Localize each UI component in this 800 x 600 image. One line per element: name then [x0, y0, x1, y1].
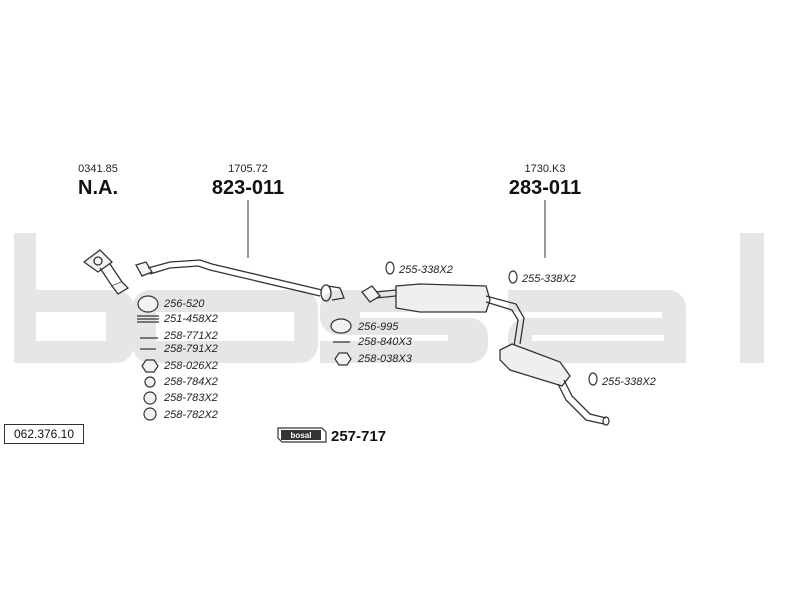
part-number-label: 258-026X2 — [163, 360, 218, 372]
kit-part-number: 257-717 — [331, 428, 386, 445]
part-number-label: 258-783X2 — [163, 392, 218, 404]
clamp-part-label: 255-338X2 — [521, 273, 576, 285]
part-number-label: 256-995 — [357, 321, 399, 333]
reference-number: 062.376.10 — [13, 427, 75, 441]
left-hardware-icons — [137, 295, 159, 421]
reference-number-box: 062.376.10 — [4, 424, 84, 444]
part-number-label: 258-784X2 — [163, 376, 218, 388]
group-oe-label: 1730.K3 — [525, 163, 566, 175]
part-number-label: 258-782X2 — [163, 409, 218, 421]
group-part-number: 283-011 — [509, 177, 581, 199]
part-number-label: 258-840X3 — [357, 336, 413, 348]
group-oe-label: 0341.85 — [78, 163, 118, 175]
muffler-drawing — [361, 283, 610, 426]
spring-icon — [137, 315, 159, 323]
mid-hardware-icons — [330, 318, 352, 366]
clamp-part-label: 255-338X2 — [398, 264, 453, 276]
clamp-icon — [588, 372, 598, 386]
washer-icon — [144, 376, 156, 388]
group-oe-label: 1705.72 — [228, 163, 268, 175]
nut-icon — [141, 359, 159, 373]
part-number-label: 258-771X2 — [163, 330, 218, 342]
group-part-number: 823-011 — [212, 177, 284, 199]
part-number-label: 258-038X3 — [357, 353, 413, 365]
nut-icon — [143, 391, 157, 405]
part-number-label: 258-791X2 — [163, 343, 218, 355]
clamp-icon — [385, 261, 395, 275]
kit-logo-text: bosal — [291, 431, 312, 440]
front-pipe-drawing — [82, 249, 130, 295]
part-number-label: 251-458X2 — [163, 313, 218, 325]
part-number-label: 256-520 — [163, 298, 205, 310]
gasket-icon — [137, 295, 159, 313]
clamp-icon — [508, 270, 518, 284]
clamp-icons — [385, 261, 598, 386]
gasket-icon — [330, 318, 352, 334]
clamp-part-label: 255-338X2 — [601, 376, 656, 388]
nut-icon — [143, 407, 157, 421]
nut-icon — [334, 352, 352, 366]
fitting-kit-box: bosal — [277, 427, 327, 443]
front-pipe-823-drawing — [135, 259, 345, 302]
group-part-number: N.A. — [78, 177, 118, 199]
